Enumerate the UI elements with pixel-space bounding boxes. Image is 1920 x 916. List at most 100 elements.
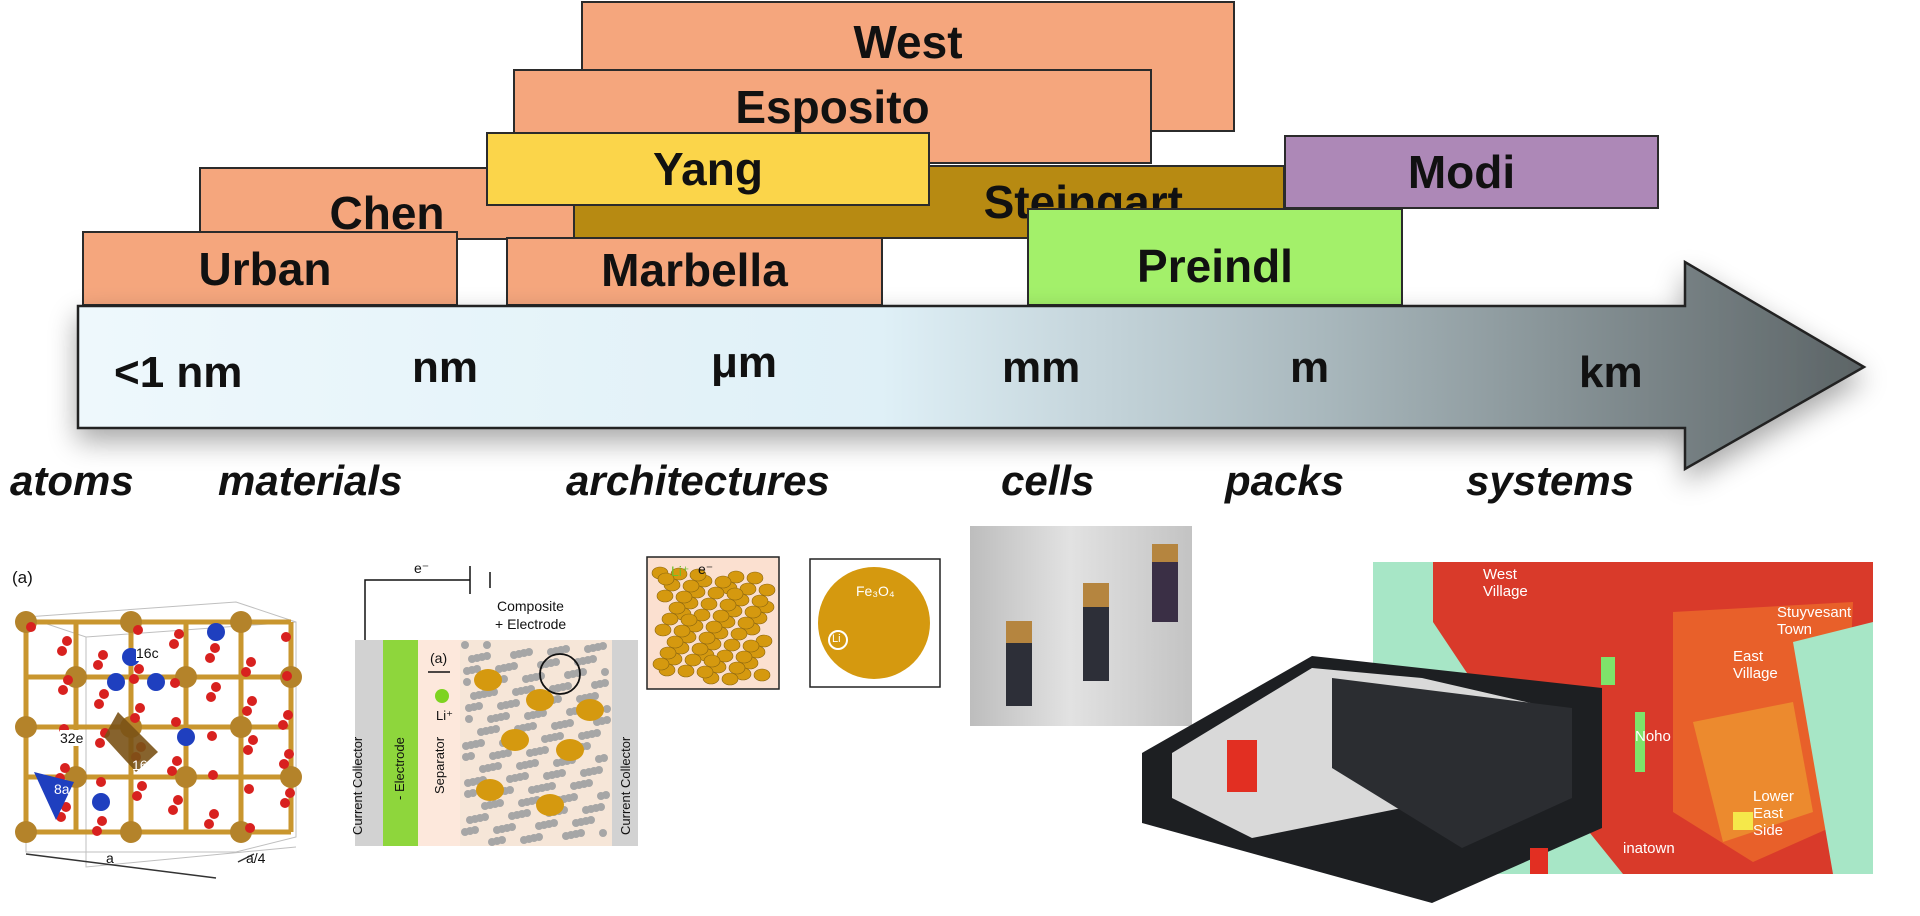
carbon-particle — [508, 812, 516, 820]
oxygen-atom — [129, 674, 139, 684]
current-collector-left-label: Current Collector — [350, 736, 365, 835]
zoom-particle — [689, 568, 707, 582]
carbon-particle — [462, 742, 470, 750]
zoom-particle — [737, 616, 755, 630]
oxygen-atom — [283, 710, 293, 720]
zoom-particle — [680, 613, 698, 627]
carbon-particle — [479, 765, 487, 773]
oxygen-atom — [135, 703, 145, 713]
neg-electrode-label: - Electrode — [392, 737, 407, 800]
gold-atom — [15, 716, 37, 738]
oxygen-atom — [280, 798, 290, 808]
carbon-particle — [495, 665, 503, 673]
active-particle — [474, 669, 502, 691]
scale-label-materials: materials — [218, 457, 403, 504]
oxygen-atom — [243, 745, 253, 755]
scale-label-architectures: architectures — [566, 457, 830, 504]
zoom-particle — [714, 575, 732, 589]
oxygen-atom — [62, 636, 72, 646]
carbon-particle — [516, 762, 524, 770]
axis-a-label: a — [106, 850, 114, 866]
oxygen-atom — [130, 713, 140, 723]
site-32e-label: 32e — [60, 730, 84, 746]
zoom-particle — [675, 590, 693, 604]
cell-schematic-drawing — [355, 566, 638, 846]
carbon-particle — [461, 641, 469, 649]
oxygen-atom — [169, 639, 179, 649]
axis-a4-label: a/4 — [246, 850, 266, 866]
oxygen-atom — [204, 819, 214, 829]
zoom-li-label: Li⁺ — [671, 563, 690, 579]
oxygen-atom — [282, 671, 292, 681]
current-collector-right-label: Current Collector — [618, 736, 633, 835]
zoom-particle — [712, 609, 730, 623]
active-particle — [576, 699, 604, 721]
oxygen-atom — [167, 766, 177, 776]
composite-label-2: + Electrode — [495, 616, 567, 632]
oxygen-atom — [206, 692, 216, 702]
oxygen-atom — [61, 802, 71, 812]
oxygen-atom — [93, 660, 103, 670]
zoom-particle — [746, 571, 764, 585]
gold-atom — [280, 766, 302, 788]
group-bar-marbella: Marbella — [506, 237, 883, 306]
oxygen-atom — [245, 823, 255, 833]
carbon-particle — [535, 822, 543, 830]
schematic-panel-label: (a) — [430, 650, 448, 666]
carbon-particle — [461, 828, 469, 836]
carbon-particle — [483, 641, 491, 649]
carbon-particle — [580, 769, 588, 777]
carbon-particle — [566, 708, 574, 716]
unit-label-mm: mm — [1002, 343, 1081, 392]
oxygen-atom — [63, 675, 73, 685]
zoom-particle — [728, 661, 746, 675]
carbon-particle — [465, 715, 473, 723]
oxygen-atom — [137, 781, 147, 791]
zoom-particle — [666, 635, 684, 649]
carbon-particle — [512, 688, 520, 696]
carbon-particle — [603, 705, 611, 713]
carbon-particle — [553, 759, 561, 767]
zoom-particle — [721, 672, 739, 686]
carbon-particle — [597, 792, 605, 800]
active-particle — [476, 779, 504, 801]
group-label-west: West — [853, 16, 963, 68]
carbon-particle — [570, 782, 578, 790]
active-particle — [501, 729, 529, 751]
carbon-particle — [564, 671, 572, 679]
zoom-particle — [661, 612, 679, 626]
group-bar-modi: Modi — [1284, 135, 1659, 209]
blue-atom — [92, 793, 110, 811]
group-label-esposito: Esposito — [735, 81, 930, 133]
oxygen-atom — [211, 682, 221, 692]
unit-label-um: μm — [711, 338, 778, 387]
crystal-structure-drawing — [15, 601, 302, 879]
zoom-particle — [726, 587, 744, 601]
active-particle — [536, 794, 564, 816]
scale-label-cells: cells — [1001, 457, 1095, 504]
carbon-particle — [584, 645, 592, 653]
group-label-urban: Urban — [198, 242, 332, 295]
oxygen-atom — [241, 667, 251, 677]
carbon-particle — [470, 692, 478, 700]
carbon-particle — [522, 675, 530, 683]
carbon-particle — [562, 832, 570, 840]
zoom-particle — [657, 572, 675, 586]
unit-label-nm: nm — [412, 343, 478, 392]
particle-zoom-figure: Li⁺ e⁻ Fe₃O₄ Li — [646, 555, 946, 695]
unit-label-m: m — [1290, 343, 1330, 392]
oxygen-atom — [98, 650, 108, 660]
zoom-particle — [698, 631, 716, 645]
oxygen-atom — [172, 756, 182, 766]
carbon-particle — [547, 648, 555, 656]
oxygen-atom — [209, 809, 219, 819]
carbon-particle — [524, 712, 532, 720]
active-particle — [526, 689, 554, 711]
group-bar-preindl: Preindl — [1027, 208, 1403, 306]
gold-atom — [120, 821, 142, 843]
particle-li-label: Li — [832, 633, 841, 645]
zoom-particle — [723, 638, 741, 652]
gold-atom — [230, 716, 252, 738]
zoom-particle — [705, 620, 723, 634]
carbon-particle — [465, 704, 473, 712]
